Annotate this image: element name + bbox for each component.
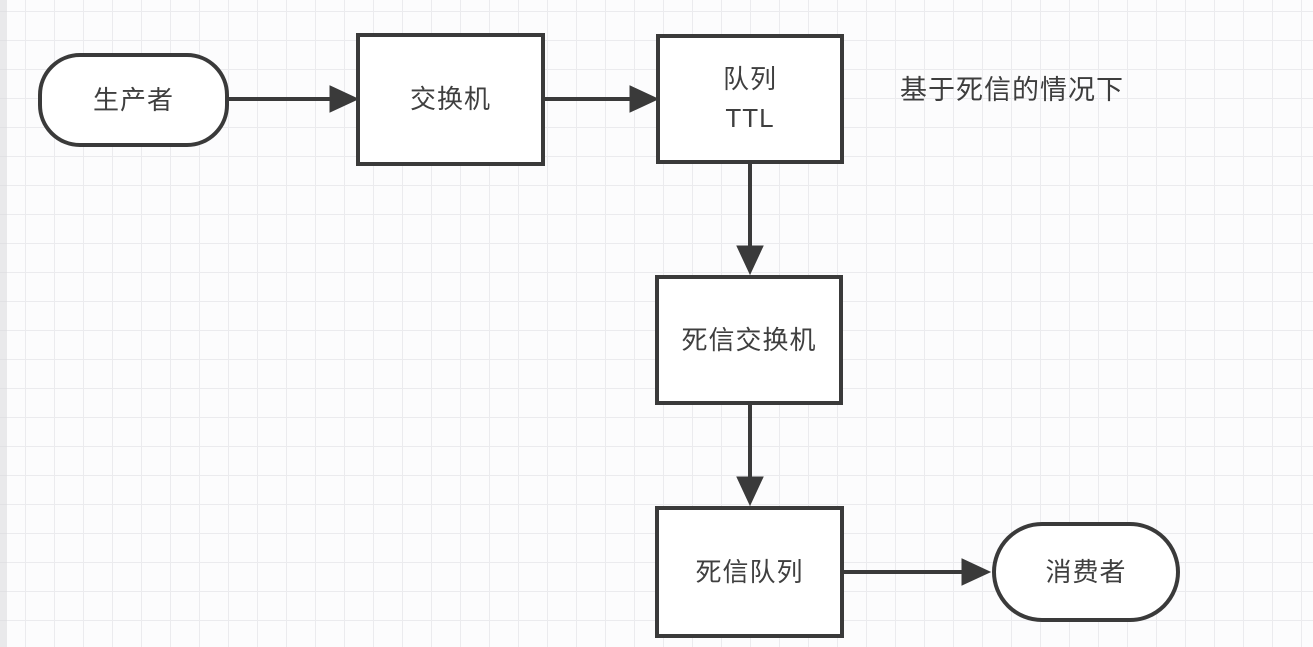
- arrow-producer-to-exchange: [229, 85, 360, 113]
- node-label: 交换机: [409, 84, 491, 114]
- node-label: 生产者: [92, 84, 174, 115]
- arrow-dlx-to-dlq: [736, 405, 764, 507]
- arrowhead-icon: [736, 476, 764, 507]
- node-ttl-queue: 队列 TTL: [656, 34, 844, 164]
- arrow-exchange-to-ttl-queue: [545, 85, 660, 113]
- node-label: 消费者: [1045, 556, 1127, 587]
- node-dead-letter-queue: 死信队列: [655, 506, 844, 638]
- arrowhead-icon: [629, 85, 660, 113]
- node-label: 死信交换机: [681, 324, 817, 355]
- node-exchange: 交换机: [356, 33, 545, 166]
- arrowhead-icon: [329, 85, 360, 113]
- node-producer: 生产者: [38, 53, 229, 147]
- node-consumer: 消费者: [992, 522, 1180, 622]
- left-edge-shade: [0, 0, 7, 647]
- arrow-dlq-to-consumer: [844, 558, 992, 586]
- arrowhead-icon: [736, 245, 764, 276]
- node-label: 死信队列: [695, 556, 804, 587]
- arrow-ttl-queue-to-dlx: [736, 164, 764, 276]
- annotation-note: 基于死信的情况下: [900, 75, 1124, 105]
- node-label: 队列 TTL: [722, 64, 777, 133]
- arrowhead-icon: [961, 558, 992, 586]
- node-dead-letter-exchange: 死信交换机: [655, 275, 843, 405]
